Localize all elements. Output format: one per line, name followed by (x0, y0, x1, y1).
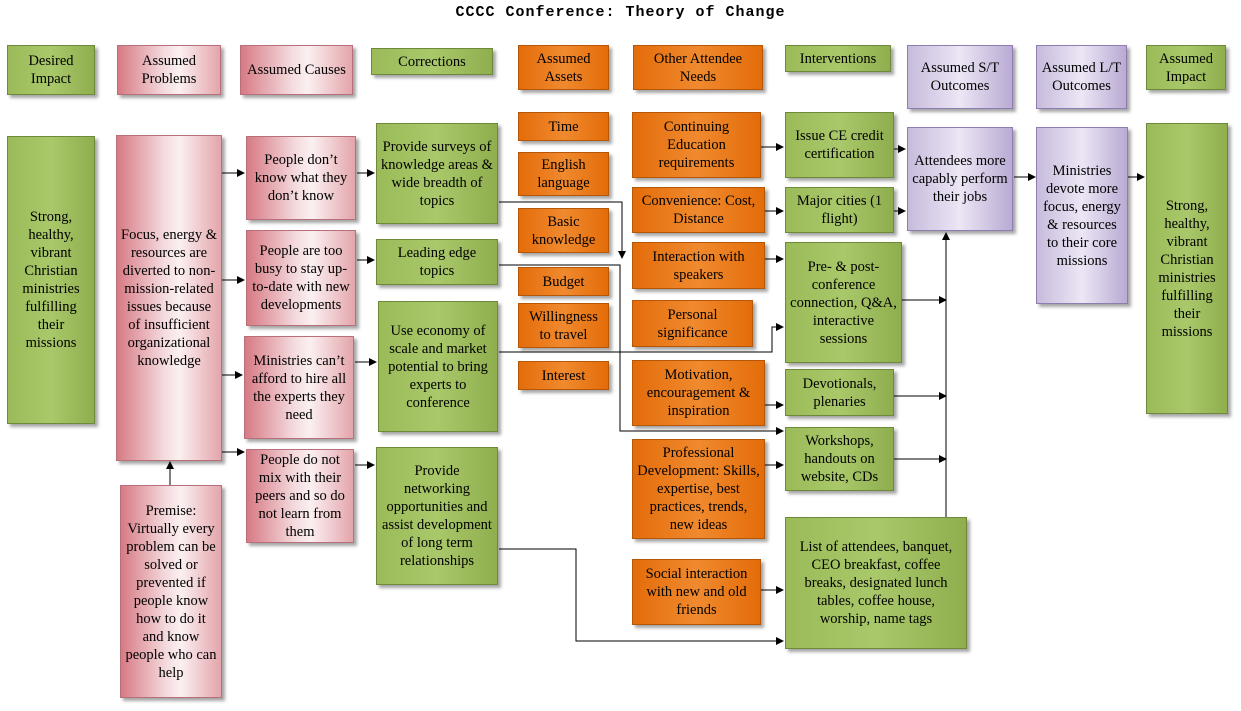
cause-box: People are too busy to stay up-to-date w… (246, 230, 356, 326)
header-lt-outcomes: Assumed L/T Outcomes (1036, 45, 1127, 109)
intervention-box: Major cities (1 flight) (785, 187, 894, 233)
need-box: Social interaction with new and old frie… (632, 559, 761, 625)
intervention-box: Devotionals, plenaries (785, 369, 894, 416)
lt-outcome-box: Ministries devote more focus, energy & r… (1036, 127, 1128, 304)
cause-box: Ministries can’t afford to hire all the … (244, 336, 354, 439)
assumed-impact-box: Strong, healthy, vibrant Christian minis… (1146, 123, 1228, 414)
correction-box: Provide surveys of knowledge areas & wid… (376, 123, 498, 224)
header-interventions: Interventions (785, 45, 891, 72)
header-assumed-assets: Assumed Assets (518, 45, 609, 90)
intervention-box: List of attendees, banquet, CEO breakfas… (785, 517, 967, 649)
header-st-outcomes: Assumed S/T Outcomes (907, 45, 1013, 109)
cause-box: People don’t know what they don’t know (246, 136, 356, 220)
asset-box: Budget (518, 267, 609, 296)
header-assumed-impact: Assumed Impact (1146, 45, 1226, 90)
asset-box: Time (518, 112, 609, 141)
header-other-attendee-needs: Other Attendee Needs (633, 45, 763, 90)
cause-box: People do not mix with their peers and s… (246, 449, 354, 543)
asset-box: English language (518, 152, 609, 196)
intervention-box: Pre- & post-conference connection, Q&A, … (785, 242, 902, 363)
asset-box: Interest (518, 361, 609, 390)
need-box: Personal significance (632, 300, 753, 347)
header-assumed-problems: Assumed Problems (117, 45, 221, 95)
need-box: Continuing Education requirements (632, 112, 761, 178)
need-box: Interaction with speakers (632, 242, 765, 289)
premise-box: Premise: Virtually every problem can be … (120, 485, 222, 698)
intervention-box: Workshops, handouts on website, CDs (785, 427, 894, 491)
diagram-title: CCCC Conference: Theory of Change (455, 4, 786, 21)
header-corrections: Corrections (371, 48, 493, 75)
correction-box: Use economy of scale and market potentia… (378, 301, 498, 432)
header-desired-impact: Desired Impact (7, 45, 95, 95)
need-box: Motivation, encouragement & inspiration (632, 360, 765, 426)
header-assumed-causes: Assumed Causes (240, 45, 353, 95)
need-box: Convenience: Cost, Distance (632, 187, 765, 233)
need-box: Professional Development: Skills, expert… (632, 439, 765, 539)
desired-impact-box: Strong, healthy, vibrant Christian minis… (7, 136, 95, 424)
st-outcome-box: Attendees more capably perform their job… (907, 127, 1013, 231)
correction-box: Leading edge topics (376, 239, 498, 285)
asset-box: Willingness to travel (518, 303, 609, 348)
intervention-box: Issue CE credit certification (785, 112, 894, 178)
assumed-problem-box: Focus, energy & resources are diverted t… (116, 135, 222, 461)
asset-box: Basic knowledge (518, 208, 609, 253)
correction-box: Provide networking opportunities and ass… (376, 447, 498, 585)
